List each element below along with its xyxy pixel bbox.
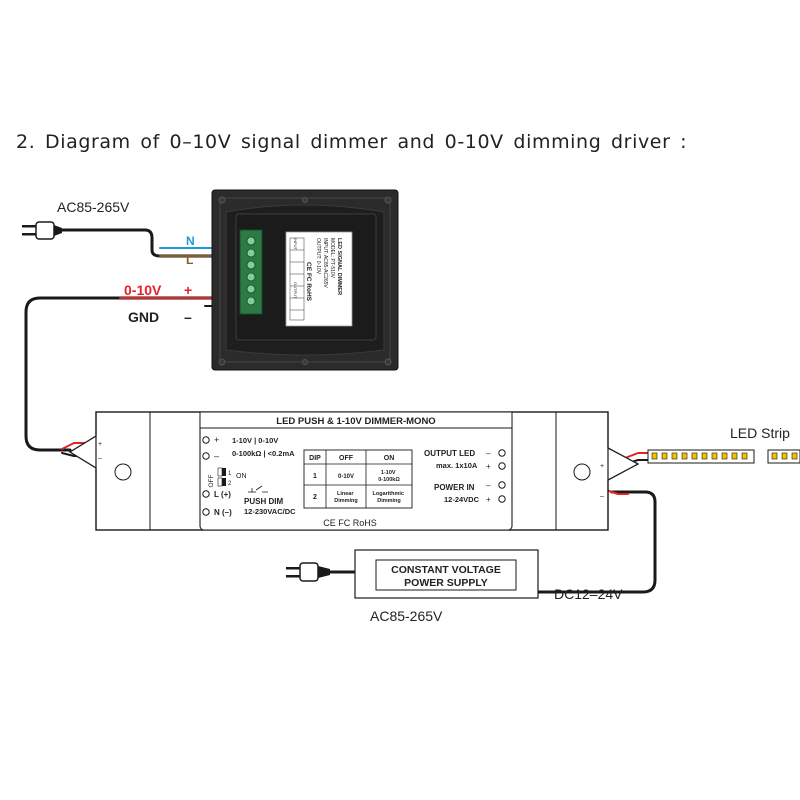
svg-text:OUTPUT: 0-10V: OUTPUT: 0-10V	[315, 238, 321, 275]
label-plus: +	[184, 282, 192, 298]
dip-row1-on: 1-10V 0-100kΩ	[378, 470, 400, 483]
label-ac-top: AC85-265V	[57, 199, 130, 215]
label-gnd: GND	[128, 309, 159, 325]
driver-cert: CE FC RoHS	[323, 518, 377, 528]
dip-row1-num: 1	[313, 473, 317, 480]
svg-text:OFF: OFF	[208, 474, 215, 487]
psu-line2: POWER SUPPLY	[404, 577, 488, 589]
tab-mark-left-plus: +	[98, 441, 102, 448]
label-signal: 0-10V	[124, 282, 162, 298]
svg-text:–: –	[486, 449, 491, 458]
svg-text:1: 1	[228, 471, 232, 477]
mount-hole-right	[573, 463, 591, 481]
driver-output-led: OUTPUT LED	[424, 449, 475, 458]
svg-text:+: +	[486, 462, 491, 471]
diagram-heading: 2. Diagram of 0–10V signal dimmer and 0-…	[16, 131, 688, 153]
dip-table: DIP OFF ON 1 0-10V 1-10V 0-100kΩ 2 Linea…	[303, 449, 413, 509]
driver-push-dim: PUSH DIM	[244, 497, 283, 506]
dip-header-on: ON	[384, 455, 395, 462]
driver-power-in: POWER IN	[434, 483, 475, 492]
svg-text:–: –	[486, 481, 491, 490]
term-plus: +	[214, 435, 219, 445]
tab-mark-right-minus: –	[600, 493, 604, 500]
psu-line1: CONSTANT VOLTAGE	[391, 564, 501, 576]
svg-text:LED SIGNAL DIMMER: LED SIGNAL DIMMER	[336, 238, 342, 295]
dip-header-off: OFF	[339, 455, 354, 462]
svg-text:2: 2	[228, 481, 232, 487]
label-minus: –	[184, 309, 192, 325]
left-terminals	[202, 436, 210, 516]
driver-push-voltage: 12-230VAC/DC	[244, 507, 296, 516]
right-terminals	[498, 449, 506, 503]
dip-row2-num: 2	[313, 494, 317, 501]
dip-row2-on: Logarithmic Dimming	[372, 491, 405, 504]
driver-title: LED PUSH & 1-10V DIMMER-MONO	[276, 416, 435, 427]
dip-header-dip: DIP	[309, 455, 321, 462]
svg-text:CE FC RoHS: CE FC RoHS	[305, 262, 312, 302]
driver-l-label: L (+)	[214, 490, 231, 499]
driver-unit: + – + – LED PUSH & 1-10V DIMMER-MONO + –…	[68, 411, 640, 531]
driver-in-line1: 1-10V | 0-10V	[232, 436, 278, 445]
led-strip	[647, 449, 800, 464]
svg-text:OUTPUT: OUTPUT	[293, 282, 298, 299]
terminal-block	[239, 229, 263, 315]
driver-output-max: max. 1x10A	[436, 461, 478, 470]
dip-switch: OFF 1 2 ON	[208, 467, 247, 488]
driver-in-line2: 0-100kΩ | <0.2mA	[232, 449, 295, 458]
svg-text:ON: ON	[236, 473, 247, 480]
label-l: L	[186, 253, 193, 267]
svg-text:INPUT: AC85-AC265V: INPUT: AC85-AC265V	[322, 238, 328, 288]
term-minus: –	[214, 451, 219, 461]
power-supply: CONSTANT VOLTAGE POWER SUPPLY	[354, 549, 539, 599]
dip-row1-off: 0-10V	[338, 474, 354, 480]
push-button-icon	[248, 485, 268, 493]
signal-wire	[24, 296, 230, 452]
svg-text:INPUT: INPUT	[293, 238, 298, 251]
label-led-strip: LED Strip	[730, 425, 790, 441]
tab-mark-right-plus: +	[600, 463, 604, 470]
panel-label-grid	[289, 237, 305, 321]
svg-text:MODEL: PT-510V: MODEL: PT-510V	[329, 238, 335, 279]
power-red	[605, 489, 629, 495]
label-dc: DC12–24V	[554, 586, 623, 602]
terminal-screws	[246, 236, 256, 306]
mount-hole-left	[114, 463, 132, 481]
panel-label	[285, 231, 353, 327]
panel-label-text: LED SIGNAL DIMMER MODEL: PT-510V INPUT: …	[293, 238, 342, 302]
tab-mark-left-minus: –	[98, 455, 102, 462]
mains-wire-top	[60, 228, 237, 258]
svg-text:+: +	[486, 495, 491, 504]
label-ac-bottom: AC85-265V	[370, 608, 443, 624]
driver-power-voltage: 12-24VDC	[444, 495, 480, 504]
label-n: N	[186, 234, 195, 248]
power-wire	[536, 490, 657, 594]
dip-row2-off: Linear Dimming	[334, 491, 358, 504]
dimmer-panel: LED SIGNAL DIMMER MODEL: PT-510V INPUT: …	[211, 189, 399, 371]
plug-icon-top	[22, 221, 62, 240]
plug-icon-bottom	[286, 562, 330, 582]
driver-n-label: N (–)	[214, 508, 232, 517]
led-chips	[651, 452, 798, 460]
